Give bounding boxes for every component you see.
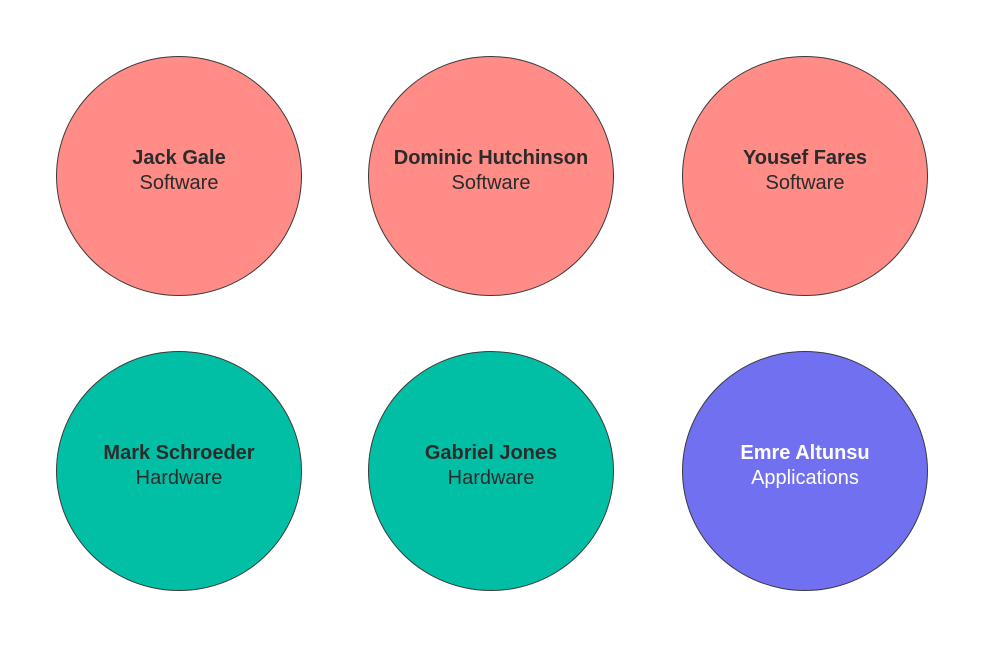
- node-name: Gabriel Jones: [424, 442, 558, 464]
- node-department: Applications: [751, 467, 859, 489]
- node-department: Hardware: [135, 467, 223, 489]
- node-name: Jack Gale: [132, 147, 226, 169]
- node-emre-altunsu[interactable]: Emre Altunsu Applications: [682, 351, 928, 591]
- node-department: Hardware: [447, 467, 535, 489]
- node-mark-schroeder[interactable]: Mark Schroeder Hardware: [56, 351, 302, 591]
- node-gabriel-jones[interactable]: Gabriel Jones Hardware: [368, 351, 614, 591]
- node-department: Software: [451, 172, 531, 194]
- node-dominic-hutchinson[interactable]: Dominic Hutchinson Software: [368, 56, 614, 296]
- node-jack-gale[interactable]: Jack Gale Software: [56, 56, 302, 296]
- node-name: Dominic Hutchinson: [393, 147, 589, 169]
- node-name: Emre Altunsu: [740, 442, 870, 464]
- node-yousef-fares[interactable]: Yousef Fares Software: [682, 56, 928, 296]
- node-name: Yousef Fares: [742, 147, 868, 169]
- node-name: Mark Schroeder: [103, 442, 255, 464]
- node-department: Software: [139, 172, 219, 194]
- node-department: Software: [765, 172, 845, 194]
